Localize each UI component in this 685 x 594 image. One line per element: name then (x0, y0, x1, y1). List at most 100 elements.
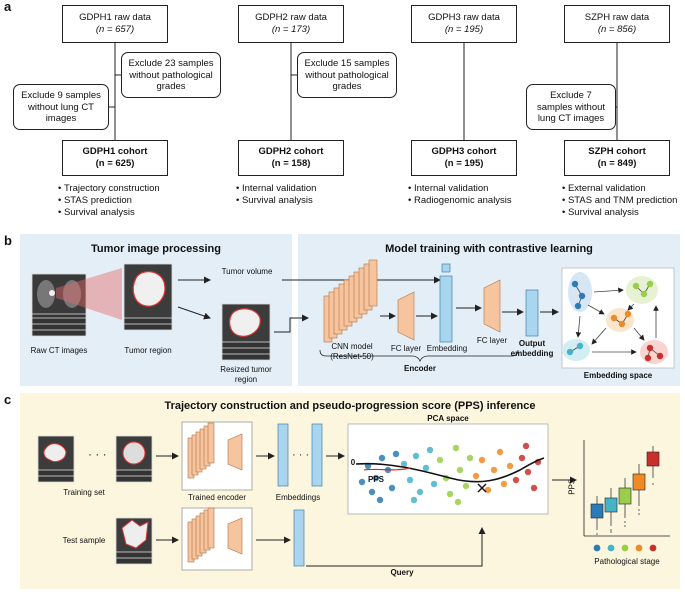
use-item: Internal validation (236, 183, 316, 195)
test-embedding-bar (293, 509, 305, 567)
raw-data-box-gdph3: GDPH3 raw data (n = 195) (411, 5, 517, 43)
cohort-title: GDPH1 cohort (82, 146, 148, 157)
tumor-volume-label: Tumor volume (221, 267, 273, 276)
embedding-bar-1 (277, 423, 289, 487)
use-item: Survival analysis (236, 195, 316, 207)
zoom-projection (56, 268, 122, 320)
use-list: Internal validation Radiogenomic analysi… (408, 183, 512, 207)
cohort-title: GDPH2 cohort (258, 146, 324, 157)
cohort-n: (n = 625) (95, 158, 135, 169)
cohort-n: (n = 158) (271, 158, 311, 169)
use-item: STAS prediction (58, 195, 160, 207)
cohort-title: SZPH cohort (588, 146, 646, 157)
cohort-n: (n = 849) (597, 158, 637, 169)
stage-dot-5 (649, 544, 657, 552)
embedding-clusters (562, 272, 668, 364)
cohort-n: (n = 195) (444, 158, 484, 169)
exclusion-box: Exclude 7 samples without lung CT images (526, 84, 616, 130)
box-stage-1 (590, 503, 604, 519)
raw-data-n: (n = 856) (597, 24, 637, 35)
tumor-region-label: Tumor region (124, 346, 172, 355)
box-stage-2 (604, 497, 618, 513)
pca-zero-label: 0 (350, 458, 356, 467)
cohort-box-szph: SZPH cohort (n = 849) (564, 140, 670, 176)
panel-b-label: b (4, 233, 12, 248)
raw-data-box-gdph2: GDPH2 raw data (n = 173) (238, 5, 344, 43)
cohort-title: GDPH3 cohort (431, 146, 497, 157)
resized-label: Resized tumor region (220, 365, 272, 384)
output-embedding-bar (525, 289, 539, 337)
use-item: External validation (562, 183, 677, 195)
raw-data-title: GDPH1 raw data (79, 12, 151, 23)
cnn-layers (323, 259, 378, 343)
raw-data-title: GDPH2 raw data (255, 12, 327, 23)
cohort-box-gdph2: GDPH2 cohort (n = 158) (238, 140, 344, 176)
raw-data-title: SZPH raw data (584, 12, 650, 23)
model-training-title: Model training with contrastive learning (385, 243, 593, 255)
query-cross (477, 483, 487, 493)
fc-layer-1 (397, 291, 415, 341)
box-stage-4 (632, 473, 646, 491)
embedding-bar (439, 275, 453, 343)
query-label: Query (390, 568, 414, 577)
pps-axis-label: PPS (567, 478, 577, 495)
training-set-label: Training set (63, 488, 105, 497)
use-list: Internal validation Survival analysis (236, 183, 316, 207)
stage-dot-1 (593, 544, 601, 552)
output-embedding-label: Output embedding (510, 339, 554, 358)
raw-data-box-gdph1: GDPH1 raw data (n = 657) (62, 5, 168, 43)
raw-ct-label: Raw CT images (30, 346, 88, 355)
stage-dot-3 (621, 544, 629, 552)
panel-a-label: a (4, 0, 12, 14)
embedding-space-label: Embedding space (583, 371, 653, 380)
stage-dot-2 (607, 544, 615, 552)
trajectory-title: Trajectory construction and pseudo-progr… (164, 400, 536, 412)
embedding-bar-2 (311, 423, 323, 487)
use-item: Survival analysis (562, 207, 677, 219)
resized-stack (221, 303, 271, 361)
use-list: External validation STAS and TNM predict… (562, 183, 677, 219)
test-sample-label: Test sample (62, 536, 106, 545)
stage-dot-4 (635, 544, 643, 552)
use-list: Trajectory construction STAS prediction … (58, 183, 160, 219)
training-stack-2 (115, 435, 153, 483)
exclusion-box: Exclude 15 samples without pathological … (297, 52, 397, 98)
fc-layer-2 (483, 279, 501, 333)
training-stack-1 (37, 435, 75, 483)
raw-data-n: (n = 195) (444, 24, 484, 35)
cohort-box-gdph1: GDPH1 cohort (n = 625) (62, 140, 168, 176)
raw-ct-stack (31, 273, 87, 337)
use-item: STAS and TNM prediction (562, 195, 677, 207)
use-item: Radiogenomic analysis (408, 195, 512, 207)
box-stage-3 (618, 487, 632, 505)
cohort-box-gdph3: GDPH3 cohort (n = 195) (411, 140, 517, 176)
use-item: Internal validation (408, 183, 512, 195)
pca-space-title: PCA space (427, 414, 469, 423)
use-item: Survival analysis (58, 207, 160, 219)
fc-layer-label-1: FC layer (390, 344, 422, 353)
trained-encoder-label: Trained encoder (188, 493, 246, 502)
pps-arc (363, 467, 411, 471)
panel-c-label: c (4, 392, 12, 407)
embeddings-label: Embeddings (275, 493, 321, 502)
pathological-stage-label: Pathological stage (594, 557, 660, 566)
box-stage-5 (646, 451, 660, 467)
embedding-label: Embedding (426, 344, 468, 353)
encoder-label: Encoder (403, 364, 436, 373)
embedding-ellipsis: · · · (292, 449, 309, 461)
raw-data-n: (n = 173) (271, 24, 311, 35)
test-sample-stack (115, 517, 153, 565)
exclusion-box: Exclude 9 samples without lung CT images (13, 84, 109, 130)
trajectory-curve (355, 457, 545, 483)
pps-curve-label: PPS (367, 475, 384, 484)
exclusion-box: Exclude 23 samples without pathological … (121, 52, 221, 98)
ellipsis-dots: · · · (88, 447, 107, 461)
fc-layer-label-2: FC layer (476, 336, 508, 345)
raw-data-title: GDPH3 raw data (428, 12, 500, 23)
cnn-label: CNN model (ResNet-50) (330, 342, 374, 361)
volume-cube (441, 263, 451, 273)
encoder-brace (319, 349, 519, 363)
